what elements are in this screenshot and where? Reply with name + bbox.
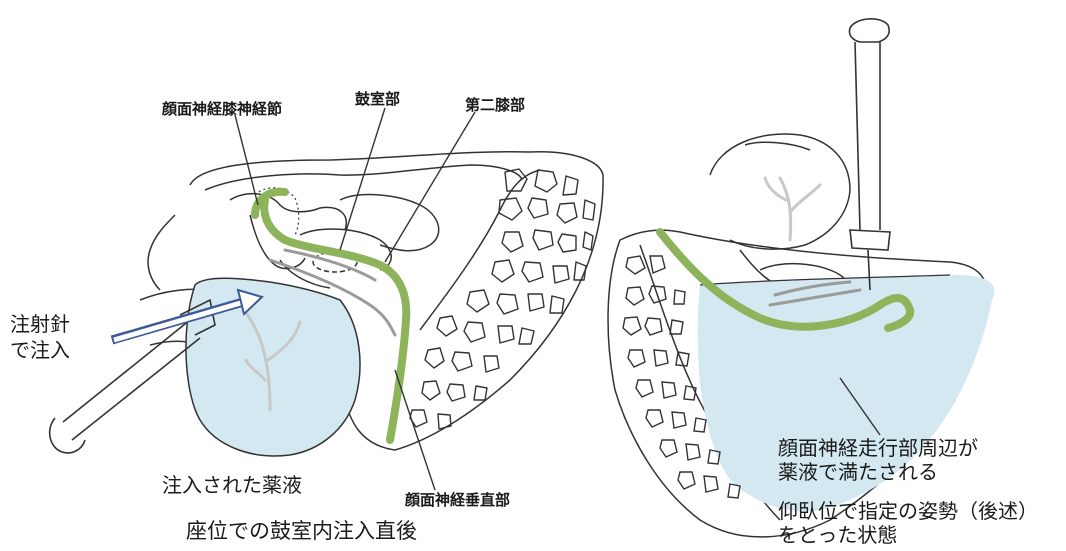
caption-left: 座位での鼓室内注入直後 (186, 519, 417, 544)
caption-right-line1: 仰臥位で指定の姿勢（後述） (778, 499, 1038, 523)
right-upper-structure (710, 134, 850, 249)
left-mastoid-air-cells (410, 169, 595, 429)
label-injected-solution: 注入された薬液 (162, 473, 302, 497)
left-outer-profile (148, 215, 175, 290)
label-filled-line1: 顔面神経走行部周辺が (778, 436, 978, 460)
label-needle-line1: 注射針 (10, 312, 70, 336)
caption-right-line2: をとった状態 (778, 523, 897, 547)
label-needle-line2: で注入 (10, 338, 70, 362)
label-geniculate-ganglion: 顔面神経膝神経節 (162, 100, 282, 118)
left-mastoid-boundary (420, 170, 540, 330)
right-nerve-fibers (765, 178, 820, 240)
label-tympanic-segment: 鼓室部 (355, 90, 400, 108)
right-syringe (849, 19, 890, 290)
label-filled-line2: 薬液で満たされる (778, 460, 938, 484)
label-vertical-segment: 顔面神経垂直部 (405, 491, 510, 509)
right-upper-inner (745, 142, 810, 150)
left-injected-fluid (186, 278, 360, 456)
label-second-genu: 第二膝部 (465, 96, 525, 114)
left-tympanic-roof (230, 194, 346, 230)
